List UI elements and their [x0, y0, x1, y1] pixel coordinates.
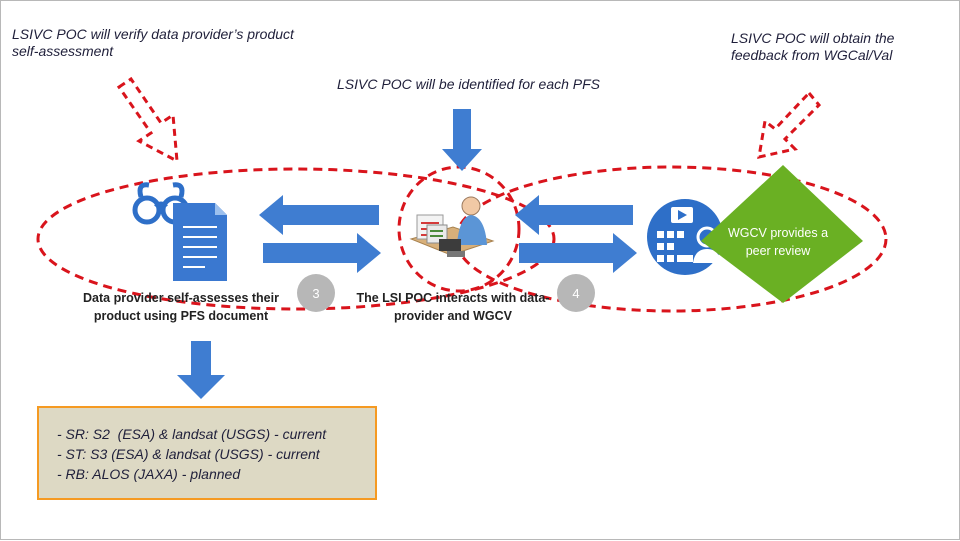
step-badge-3: 3 [297, 274, 335, 312]
wgcv-ellipse [454, 165, 888, 313]
document-icon [173, 203, 227, 281]
person-at-desk-icon [409, 196, 495, 257]
callout-arrow-left [116, 76, 179, 164]
step-badge-4: 4 [557, 274, 595, 312]
arrow-left-to-lsi [515, 195, 633, 235]
peer-review-diamond [701, 165, 863, 303]
sensor-list-box: - SR: S2 (ESA) & landsat (USGS) - curren… [37, 406, 377, 500]
caption-lsi-poc: The LSI POC interacts with data-provider… [356, 291, 550, 323]
provider-ellipse [36, 167, 556, 311]
arrow-right-to-lsi [263, 233, 381, 273]
caption-data-provider: Data provider self-assesses their produc… [83, 291, 279, 323]
arrow-left-to-provider [259, 195, 379, 235]
callout-arrow-right [757, 90, 822, 159]
note-obtain-feedback: LSIVC POC will obtain the feedback from … [731, 30, 895, 63]
note-verify-self-assessment: LSIVC POC will verify data provider’s pr… [12, 26, 294, 59]
arrow-right-to-wgcv [519, 233, 637, 273]
down-arrow-center [442, 109, 482, 171]
note-poc-identified: LSIVC POC will be identified for each PF… [337, 76, 601, 92]
dashboard-user-icon [647, 199, 723, 275]
sensor-item-st: - ST: S3 (ESA) & landsat (USGS) - curren… [57, 446, 320, 462]
peer-review-label: WGCV provides a peer review [727, 226, 829, 258]
down-arrow-bottom [177, 341, 225, 399]
sensor-item-sr: - SR: S2 (ESA) & landsat (USGS) - curren… [57, 426, 327, 442]
sensor-item-rb: - RB: ALOS (JAXA) - planned [57, 466, 241, 482]
